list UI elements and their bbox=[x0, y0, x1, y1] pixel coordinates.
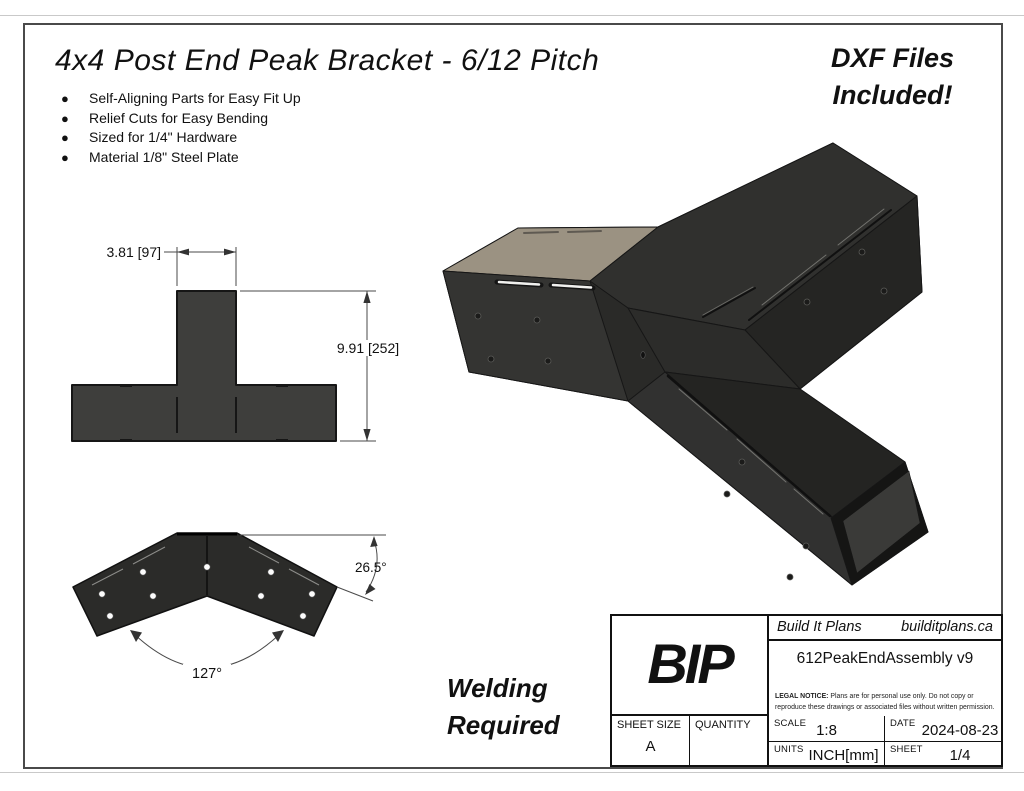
feature-bullet-list: ●Self-Aligning Parts for Easy Fit Up ●Re… bbox=[58, 89, 301, 167]
bracket-3d-render bbox=[442, 142, 929, 586]
bend-angle-dimension bbox=[130, 630, 284, 669]
scale-cell: SCALE 1:8 bbox=[769, 716, 885, 742]
relief-slot-lines bbox=[91, 546, 320, 586]
dxf-files-note: DXF Files Included! bbox=[830, 43, 955, 110]
units-value: INCH[mm] bbox=[808, 746, 879, 764]
company-website: builditplans.ca bbox=[901, 618, 993, 635]
bullet-icon: ● bbox=[61, 110, 69, 126]
scale-value: 1:8 bbox=[816, 721, 837, 739]
page-edge-bottom bbox=[0, 772, 1024, 773]
welding-required-note: Welding Required bbox=[447, 673, 560, 740]
chevron-plate-outline bbox=[72, 532, 338, 637]
scale-label: SCALE bbox=[774, 718, 807, 729]
date-cell: DATE 2024-08-23 bbox=[885, 716, 1001, 742]
sheet-size-cell: SHEET SIZE A bbox=[612, 716, 690, 765]
legal-notice: LEGAL NOTICE: Plans are for personal use… bbox=[775, 693, 995, 711]
front-view-part-outline bbox=[71, 290, 337, 442]
sheet-size-label: SHEET SIZE bbox=[617, 719, 681, 731]
quantity-cell: QUANTITY bbox=[690, 716, 769, 765]
relief-cut-details bbox=[494, 208, 892, 518]
units-cell: UNITS INCH[mm] bbox=[769, 742, 885, 765]
bullet-icon: ● bbox=[61, 91, 69, 106]
sheet-number-cell: SHEET 1/4 bbox=[885, 742, 1001, 765]
quantity-value bbox=[690, 728, 767, 765]
width-dimension-label: 3.81 [97] bbox=[107, 244, 162, 260]
title-block: BIP Build It Plans builditplans.ca 612Pe… bbox=[610, 614, 1003, 767]
sheet-size-value: A bbox=[645, 738, 656, 755]
brand-row: Build It Plans builditplans.ca bbox=[769, 616, 1001, 641]
slope-angle-dimension bbox=[240, 534, 386, 602]
date-value: 2024-08-23 bbox=[921, 721, 999, 739]
bullet-icon: ● bbox=[61, 130, 69, 145]
bend-angle-label: 127° bbox=[192, 666, 222, 682]
page-edge-top bbox=[0, 15, 1024, 16]
list-item: ●Material 1/8" Steel Plate bbox=[58, 148, 301, 168]
height-dimension bbox=[240, 290, 376, 442]
list-item: ●Relief Cuts for Easy Bending bbox=[58, 109, 301, 129]
front-view-drawing: 3.81 [97] 9.91 [252] bbox=[71, 244, 407, 442]
dimension-label-mask bbox=[183, 664, 231, 681]
drawing-name-cell: 612PeakEndAssembly v9 LEGAL NOTICE: Plan… bbox=[769, 641, 1001, 716]
bolt-holes bbox=[98, 563, 316, 620]
slope-angle-label: 26.5° bbox=[355, 560, 387, 575]
list-item: ●Sized for 1/4" Hardware bbox=[58, 128, 301, 148]
company-name: Build It Plans bbox=[777, 618, 862, 635]
height-dimension-label: 9.91 [252] bbox=[337, 340, 399, 356]
dimension-label-mask bbox=[329, 340, 407, 356]
page-title: 4x4 Post End Peak Bracket - 6/12 Pitch bbox=[55, 44, 600, 77]
drawing-name: 612PeakEndAssembly v9 bbox=[796, 650, 974, 667]
units-label: UNITS bbox=[774, 744, 804, 755]
sheet-border-frame bbox=[23, 23, 1003, 769]
bullet-icon: ● bbox=[61, 149, 69, 165]
sheet-number-value: 1/4 bbox=[949, 746, 971, 764]
render-bolt-holes bbox=[474, 248, 888, 581]
bracket-faces bbox=[442, 142, 929, 586]
company-logo: BIP bbox=[612, 616, 769, 716]
date-label: DATE bbox=[890, 718, 916, 729]
peak-angle-drawing: 26.5° 127° bbox=[72, 532, 387, 682]
width-dimension bbox=[164, 247, 237, 286]
sheet-number-label: SHEET bbox=[890, 744, 923, 755]
list-item: ●Self-Aligning Parts for Easy Fit Up bbox=[58, 89, 301, 109]
quantity-label: QUANTITY bbox=[695, 719, 751, 731]
